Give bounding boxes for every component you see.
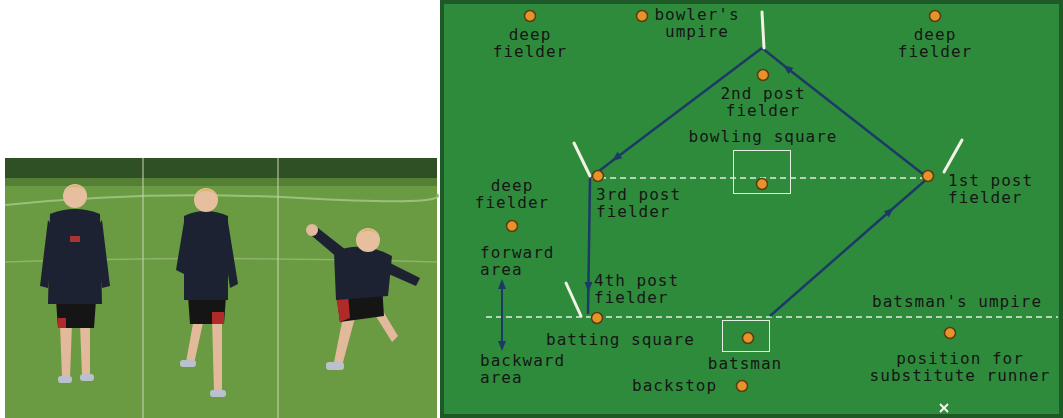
fielder-dot: [507, 11, 956, 392]
position-label: deep fielder: [480, 26, 580, 60]
area-arrow: [501, 284, 503, 346]
position-label: 4th post fielder: [594, 272, 704, 306]
position-label: batsman: [695, 355, 795, 372]
hedge: [5, 158, 437, 180]
position-label: backward area: [480, 352, 580, 386]
square-marking: bowling square: [733, 150, 791, 194]
position-label: forward area: [480, 244, 580, 278]
area-label: bowling square: [683, 128, 843, 145]
dashed-line: [486, 316, 1058, 318]
field-ground: [442, 2, 1061, 416]
running-track: [588, 48, 928, 316]
frame-divider: [143, 158, 144, 418]
position-label: position for substitute runner: [860, 350, 1060, 384]
position-label: deep fielder: [462, 177, 562, 211]
runner-figure: [40, 184, 110, 383]
position-label: 2nd post fielder: [708, 85, 818, 119]
runner-mark: [940, 404, 948, 412]
position-label: bowler's umpire: [642, 6, 752, 40]
position-label: batsman's umpire: [872, 293, 1060, 310]
runner-figure: [176, 188, 238, 397]
area-label: batting square: [546, 331, 706, 348]
position-label: 1st post fielder: [948, 172, 1058, 206]
frame-divider: [278, 158, 279, 418]
grass-edge: [5, 178, 437, 186]
runner-figure: [306, 224, 420, 370]
position-label: deep fielder: [885, 26, 985, 60]
square-marking: batting square: [722, 320, 770, 352]
position-label: backstop: [632, 377, 732, 394]
grass: [5, 158, 437, 418]
position-label: 3rd post fielder: [596, 186, 706, 220]
